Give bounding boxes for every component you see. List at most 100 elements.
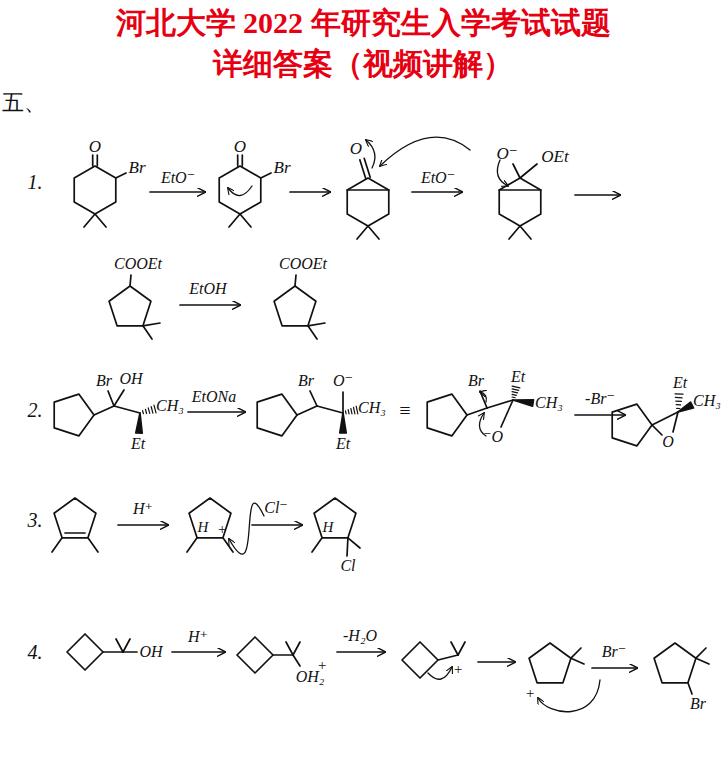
chem-label: CH₃ — [358, 400, 386, 416]
reaction-arrow — [252, 524, 302, 526]
chem-label: ⁻O — [483, 429, 503, 445]
hashed-bond — [676, 404, 680, 405]
bond — [688, 683, 692, 694]
bond — [297, 406, 317, 415]
double-bond — [96, 155, 98, 166]
bond — [308, 326, 317, 339]
chem-label: + — [217, 522, 227, 537]
bond — [438, 655, 458, 660]
ring — [427, 394, 467, 436]
chem-label: + — [525, 686, 535, 701]
wedge-bond — [513, 400, 533, 406]
ring — [402, 642, 438, 678]
hashed-bond — [676, 400, 682, 402]
ring — [314, 498, 356, 538]
chem-label: CH₃ — [693, 393, 721, 409]
hashed-bond — [356, 406, 358, 414]
ring — [612, 404, 652, 446]
hashed-bond — [512, 396, 515, 398]
chem-label: EtONa — [192, 389, 236, 405]
chem-label: OH — [139, 644, 162, 660]
ring — [219, 166, 261, 214]
hashed-bond — [142, 411, 144, 414]
chem-label: OH — [119, 371, 142, 387]
reaction-arrow — [180, 304, 240, 306]
chem-label: Cl⁻ — [264, 500, 288, 516]
chem-label: -Br⁻ — [585, 391, 615, 407]
bond — [295, 275, 296, 286]
bond — [187, 538, 197, 552]
chem-label: Br — [96, 373, 112, 389]
bond — [114, 390, 124, 406]
chem-label: Br — [468, 373, 484, 389]
ring — [189, 498, 231, 538]
bond — [143, 326, 152, 339]
chem-label: O — [350, 140, 362, 157]
bond — [108, 391, 114, 406]
subtitle: 详细答案（视频讲解） — [213, 47, 513, 80]
ring — [67, 634, 103, 670]
chem-label: + — [453, 662, 463, 677]
chem-label: -H₂O — [343, 628, 377, 644]
hashed-bond — [677, 408, 680, 409]
double-bond — [65, 532, 85, 534]
chem-label: 1. — [28, 172, 43, 192]
bond — [52, 538, 62, 552]
hashed-bond — [675, 397, 682, 399]
chem-label: OH₂ — [296, 669, 325, 685]
double-bond — [360, 160, 366, 179]
reaction-arrow — [575, 414, 625, 416]
bond — [88, 538, 98, 552]
hashed-bond — [675, 393, 683, 395]
chem-label: H — [198, 520, 209, 535]
bond — [293, 642, 300, 655]
reaction-arrow — [150, 191, 205, 193]
double-bond — [92, 155, 94, 166]
chem-label: 3. — [28, 510, 43, 530]
bond — [273, 654, 293, 656]
bond — [229, 214, 240, 227]
chem-label: EtO⁻ — [421, 170, 455, 186]
structures — [52, 137, 709, 712]
reaction-arrow — [337, 651, 385, 653]
bond — [116, 173, 126, 178]
ring — [257, 394, 297, 436]
bond — [571, 658, 584, 664]
hashed-bond — [151, 407, 153, 414]
chem-label: H⁺ — [133, 501, 153, 517]
bond — [310, 391, 317, 406]
chem-label: O — [234, 138, 246, 155]
bond — [123, 639, 130, 652]
reaction-arrow — [575, 194, 620, 196]
chem-label: CH₃ — [156, 398, 184, 414]
electron-arrow — [497, 160, 508, 186]
bond — [348, 538, 360, 548]
bond — [261, 173, 271, 178]
electron-arrow — [380, 137, 470, 166]
bond — [94, 406, 114, 415]
bond — [342, 392, 344, 413]
bond — [308, 323, 325, 326]
ring — [109, 286, 151, 326]
bond — [95, 214, 106, 227]
chem-label: EtOH — [189, 281, 226, 297]
bond — [143, 323, 160, 326]
bond — [347, 189, 389, 191]
hashed-bond — [512, 386, 520, 388]
electron-arrow — [480, 392, 486, 402]
chem-label: COOEt — [279, 256, 327, 272]
bond — [240, 214, 251, 227]
chem-label: Et — [673, 375, 687, 391]
chem-label: O⁻ — [333, 373, 353, 389]
hashed-bond — [348, 410, 350, 414]
wedge-bond — [136, 413, 142, 433]
chem-label: Br — [690, 696, 706, 712]
reaction-arrow — [412, 191, 462, 193]
electron-arrow — [229, 503, 264, 554]
bond — [312, 538, 322, 552]
chem-label: OEt — [541, 148, 568, 165]
ring — [237, 637, 273, 673]
bond — [223, 538, 233, 552]
bond — [458, 642, 465, 655]
reaction-arrow — [188, 411, 245, 413]
